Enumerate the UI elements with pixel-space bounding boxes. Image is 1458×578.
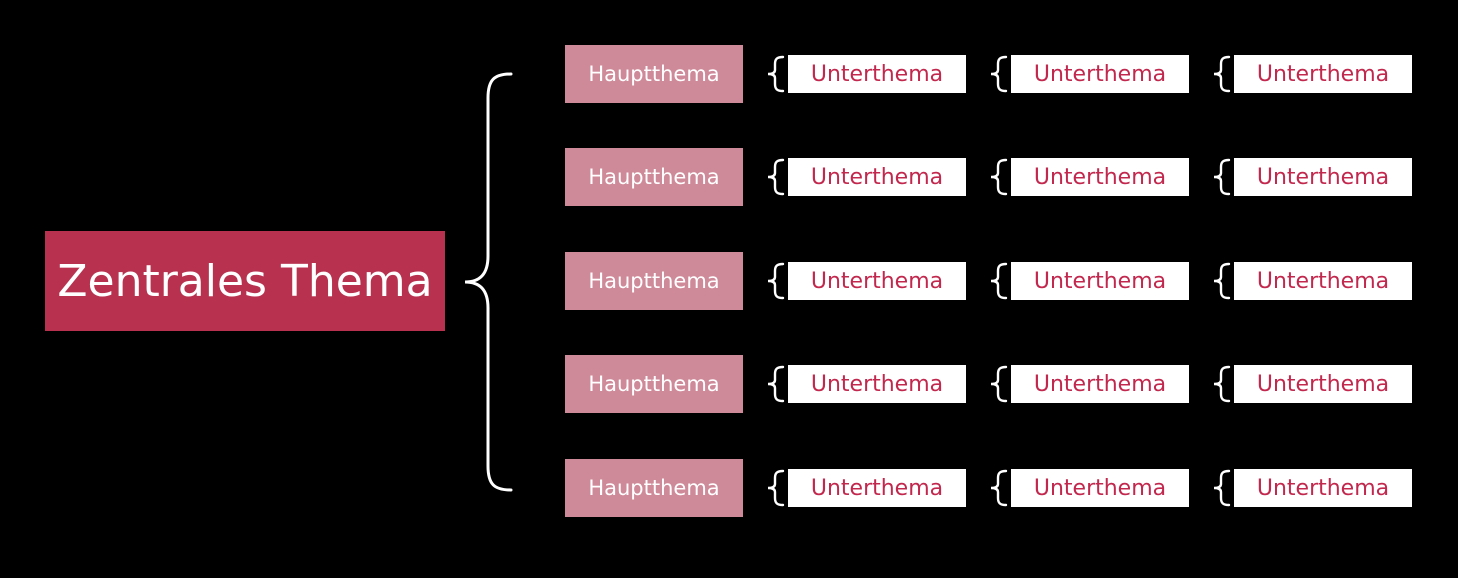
branch-row: Hauptthema Unterthema Unterthema Unterth… [565, 252, 1415, 310]
subtopic[interactable]: Unterthema [788, 262, 966, 300]
left-brace-icon [1213, 365, 1231, 403]
branch-row: Hauptthema Unterthema Unterthema Unterth… [565, 459, 1415, 517]
subtopic[interactable]: Unterthema [1234, 365, 1412, 403]
subtopic[interactable]: Unterthema [788, 158, 966, 196]
left-brace-icon [1213, 55, 1231, 93]
subtopic[interactable]: Unterthema [1011, 262, 1189, 300]
subtopic[interactable]: Unterthema [1234, 55, 1412, 93]
subtopic[interactable]: Unterthema [1011, 55, 1189, 93]
subtopic[interactable]: Unterthema [1011, 158, 1189, 196]
left-brace-icon [767, 55, 785, 93]
subtopic[interactable]: Unterthema [1011, 365, 1189, 403]
left-brace-icon [1213, 469, 1231, 507]
branch-row: Hauptthema Unterthema Unterthema Unterth… [565, 45, 1415, 103]
left-brace-icon [1213, 262, 1231, 300]
left-brace-icon [767, 262, 785, 300]
subtopic[interactable]: Unterthema [788, 469, 966, 507]
left-brace-icon [990, 365, 1008, 403]
main-topic[interactable]: Hauptthema [565, 355, 743, 413]
left-brace-icon [767, 469, 785, 507]
main-brace-icon [464, 72, 513, 492]
subtopic[interactable]: Unterthema [1234, 469, 1412, 507]
branch-row: Hauptthema Unterthema Unterthema Unterth… [565, 148, 1415, 206]
subtopic[interactable]: Unterthema [1234, 158, 1412, 196]
main-topic[interactable]: Hauptthema [565, 45, 743, 103]
left-brace-icon [990, 158, 1008, 196]
subtopic[interactable]: Unterthema [788, 365, 966, 403]
left-brace-icon [990, 469, 1008, 507]
subtopic[interactable]: Unterthema [1234, 262, 1412, 300]
main-topic[interactable]: Hauptthema [565, 459, 743, 517]
left-brace-icon [990, 262, 1008, 300]
left-brace-icon [1213, 158, 1231, 196]
branch-row: Hauptthema Unterthema Unterthema Unterth… [565, 355, 1415, 413]
main-topic[interactable]: Hauptthema [565, 148, 743, 206]
main-topic[interactable]: Hauptthema [565, 252, 743, 310]
central-topic[interactable]: Zentrales Thema [45, 231, 445, 331]
left-brace-icon [767, 158, 785, 196]
left-brace-icon [767, 365, 785, 403]
subtopic[interactable]: Unterthema [788, 55, 966, 93]
subtopic[interactable]: Unterthema [1011, 469, 1189, 507]
left-brace-icon [990, 55, 1008, 93]
